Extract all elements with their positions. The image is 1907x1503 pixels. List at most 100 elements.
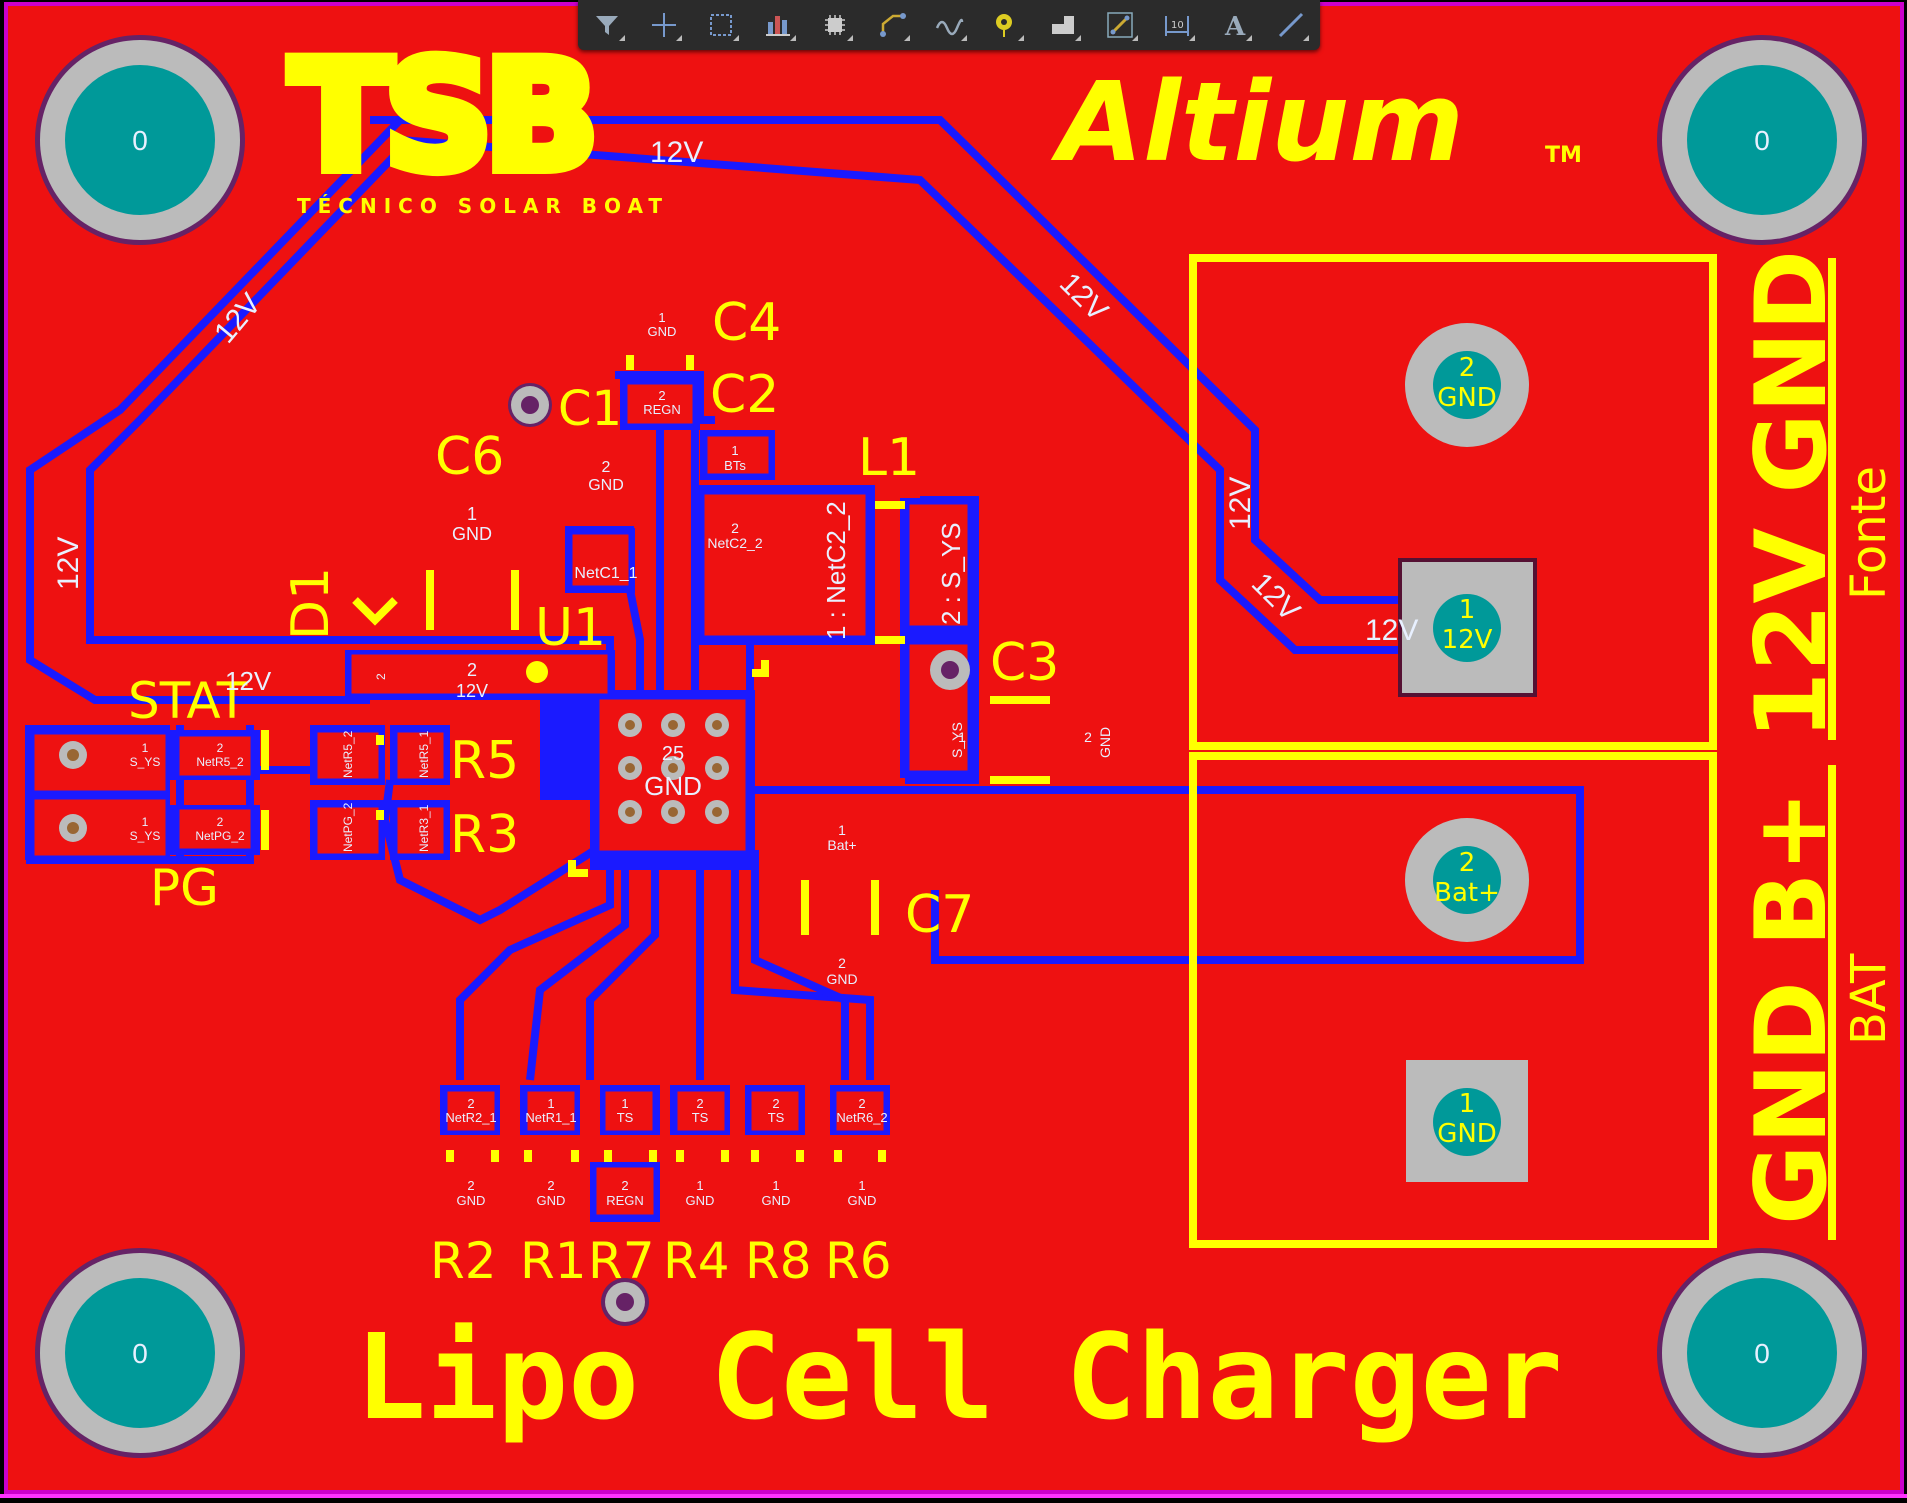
svg-text:NetR3_1: NetR3_1	[417, 804, 431, 852]
svg-text:NetR5_2: NetR5_2	[341, 730, 355, 778]
diff-pair-icon	[935, 18, 964, 36]
vias	[59, 383, 970, 1326]
diff-pair-button[interactable]	[928, 5, 970, 45]
track-button[interactable]	[1099, 5, 1141, 45]
svg-text:2: 2	[1459, 353, 1476, 383]
crosshair-icon	[651, 13, 676, 37]
label-r4: R4	[663, 1232, 730, 1290]
dimension-icon: 10	[1165, 16, 1190, 36]
svg-text:GND: GND	[826, 971, 857, 987]
line-button[interactable]	[1270, 5, 1312, 45]
label-r6: R6	[825, 1232, 892, 1290]
altium-tm: TM	[1545, 143, 1582, 168]
svg-text:1: 1	[838, 822, 846, 838]
svg-text:2: 2	[658, 388, 665, 403]
select-rect-icon	[709, 14, 732, 36]
svg-text:2: 2	[1459, 848, 1476, 878]
svg-text:1: 1	[772, 1178, 779, 1193]
svg-text:NetR2_1: NetR2_1	[445, 1110, 496, 1125]
svg-text:2: 2	[696, 1096, 703, 1111]
label-c4: C4	[712, 293, 781, 353]
trace-net-labels: 12V 12V 12V 12V 12V 12V 12V 12V	[52, 136, 1418, 696]
svg-text:GND: GND	[588, 477, 624, 494]
connector-pad-labels: 2 GND 1 12V 2 Bat+ 1 GND	[1434, 353, 1500, 1149]
svg-text:NetR5_1: NetR5_1	[417, 730, 431, 778]
svg-text:12V: 12V	[1442, 625, 1493, 655]
route-button[interactable]	[871, 5, 913, 45]
svg-text:2: 2	[217, 741, 224, 755]
polygon-button[interactable]	[1042, 5, 1084, 45]
via-button[interactable]	[985, 5, 1027, 45]
label-stat: STAT	[128, 672, 248, 730]
polygon-icon	[1052, 16, 1075, 34]
svg-text:S_YS: S_YS	[949, 722, 965, 758]
net-12v-3: 12V	[52, 537, 85, 590]
net-12v-8: 12V	[225, 666, 272, 696]
side-label-gnd-bplus: GND B+	[1735, 790, 1849, 1225]
svg-text:2: 2	[1084, 729, 1092, 745]
label-r8: R8	[745, 1232, 812, 1290]
svg-text:NetC1_1: NetC1_1	[574, 565, 637, 582]
svg-text:TS: TS	[768, 1110, 785, 1125]
svg-text:TS: TS	[617, 1110, 634, 1125]
mounting-holes: 0 0 0 0	[35, 35, 1867, 1458]
svg-text:GND: GND	[457, 1193, 486, 1208]
svg-text:GND: GND	[537, 1193, 566, 1208]
svg-text:NetC2_2: NetC2_2	[707, 535, 762, 551]
svg-text:12V: 12V	[456, 681, 488, 701]
svg-text:2: 2	[467, 660, 477, 680]
svg-text:GND: GND	[1097, 727, 1113, 758]
align-icon	[765, 16, 790, 36]
altium-logo-text: Altium	[1050, 58, 1464, 186]
pad-net-labels: 1 GND 2 REGN 1 BTs 2 GND 1 GND NetC1_1 2…	[130, 310, 1113, 1208]
svg-text:GND: GND	[686, 1193, 715, 1208]
tsb-logo-text: TSB	[290, 30, 591, 204]
text-button[interactable]: A	[1213, 5, 1255, 45]
svg-text:1: 1	[547, 1096, 554, 1111]
connector-pads	[1398, 323, 1537, 1182]
svg-text:1: 1	[142, 815, 149, 829]
hole-label-bl: 0	[132, 1338, 148, 1369]
label-r7: R7	[588, 1232, 655, 1290]
svg-text:1: 1	[696, 1178, 703, 1193]
svg-text:NetPG_2: NetPG_2	[195, 829, 245, 843]
side-label-bat: BAT	[1841, 953, 1897, 1045]
svg-text:NetR1_1: NetR1_1	[525, 1110, 576, 1125]
svg-text:1: 1	[467, 504, 477, 524]
svg-text:2: 2	[838, 955, 846, 971]
component-icon	[824, 15, 845, 35]
svg-text:GND: GND	[1437, 1119, 1497, 1149]
dimension-button[interactable]: 10	[1156, 5, 1198, 45]
label-pg: PG	[150, 859, 219, 917]
side-label-fonte: Fonte	[1841, 466, 1897, 600]
svg-text:A: A	[1224, 12, 1246, 40]
label-c6: C6	[435, 427, 504, 487]
svg-text:1: 1	[1459, 595, 1476, 625]
u1-thermal-vias	[618, 713, 729, 824]
svg-text:TS: TS	[692, 1110, 709, 1125]
svg-text:10: 10	[1171, 20, 1184, 31]
connector-outlines	[1189, 254, 1836, 1248]
hole-label-tr: 0	[1754, 125, 1770, 156]
altium-logo[interactable]: Altium TM	[1050, 58, 1582, 186]
svg-text:REGN: REGN	[643, 402, 681, 417]
align-button[interactable]	[757, 5, 799, 45]
select-rect-button[interactable]	[700, 5, 742, 45]
svg-text:2 : S_YS: 2 : S_YS	[936, 522, 966, 625]
svg-text:2: 2	[621, 1178, 628, 1193]
svg-text:2: 2	[374, 673, 388, 680]
crosshair-button[interactable]	[643, 5, 685, 45]
svg-text:S_YS: S_YS	[130, 829, 161, 843]
label-l1: L1	[858, 428, 920, 488]
component-button[interactable]	[814, 5, 856, 45]
line-icon	[1279, 12, 1304, 38]
tsb-logo[interactable]: TSB TÉCNICO SOLAR BOAT	[284, 24, 669, 218]
hole-label-tl: 0	[132, 125, 148, 156]
active-bar-toolbar: 10 A	[578, 0, 1320, 50]
net-12v-5: 12V	[1224, 477, 1257, 530]
svg-text:GND: GND	[848, 1193, 877, 1208]
svg-text:2: 2	[772, 1096, 779, 1111]
label-c2: C2	[710, 365, 779, 425]
filter-button[interactable]	[586, 5, 628, 45]
